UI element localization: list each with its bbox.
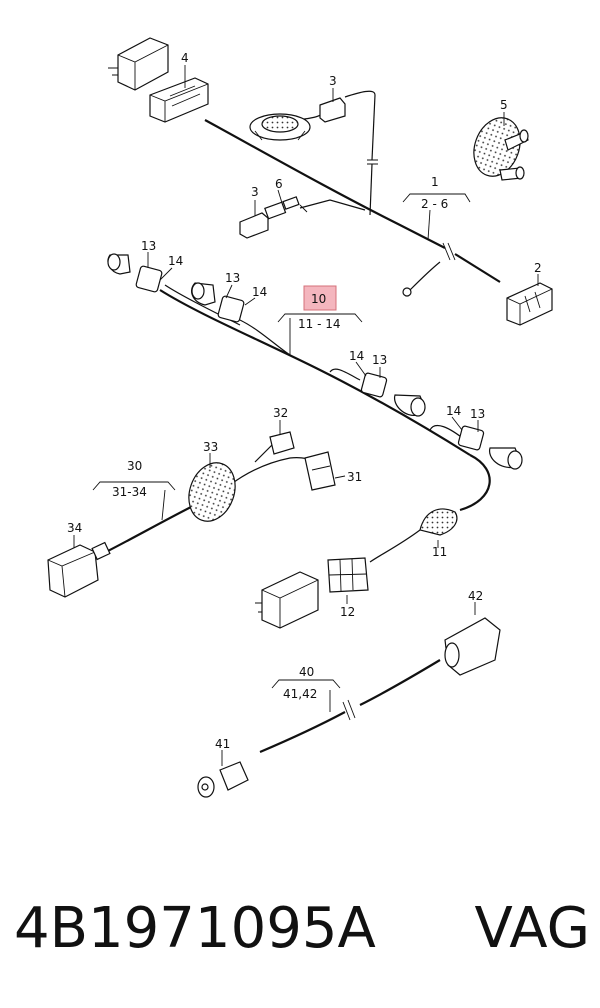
- callout-14-c: 14: [349, 349, 364, 363]
- part-31-connector: [304, 451, 336, 491]
- callout-1-range: 2 - 6: [421, 197, 448, 211]
- callout-11: 11: [432, 545, 447, 559]
- part-number: 4B1971095A: [14, 895, 376, 961]
- relay-lower: [255, 571, 319, 629]
- part-41-sensor: [197, 761, 249, 798]
- harness-10: [159, 284, 491, 563]
- callout-10-range: 11 - 14: [298, 317, 341, 331]
- callout-14-d: 14: [446, 404, 461, 418]
- part-3-connector-lower: [239, 212, 269, 239]
- callout-5: 5: [500, 98, 508, 112]
- part-6-connector: [264, 196, 300, 220]
- part-3-connector-top: [319, 97, 346, 123]
- callout-34: 34: [67, 521, 82, 535]
- part-2-connector: [506, 282, 553, 326]
- part-4-relay: [108, 37, 169, 91]
- part-3-buzzer: [249, 113, 311, 141]
- part-13-sensor-a: [107, 253, 131, 275]
- footer: 4B1971095A VAG: [14, 888, 590, 968]
- callout-4: 4: [181, 51, 189, 65]
- callout-6: 6: [275, 177, 283, 191]
- part-14-connector-b: [217, 295, 245, 323]
- highlight-box-10: [303, 285, 337, 311]
- callout-1: 1: [431, 175, 439, 189]
- callout-14-a: 14: [168, 254, 183, 268]
- callout-13-c: 13: [372, 353, 387, 367]
- part-14-connector-c: [360, 372, 388, 398]
- callout-30-range: 31-34: [112, 485, 147, 499]
- harness-1: [204, 90, 501, 291]
- callout-31: 31: [347, 470, 362, 484]
- part-32-connector: [269, 431, 295, 455]
- callout-13-a: 13: [141, 239, 156, 253]
- ground-terminal: [402, 287, 412, 297]
- part-42-sensor: [444, 617, 501, 676]
- part-33-grommet: [188, 462, 236, 522]
- callout-13-b: 13: [225, 271, 240, 285]
- callout-40-range: 41,42: [283, 687, 317, 701]
- part-13-sensor-c: [393, 394, 426, 417]
- callout-40: 40: [299, 665, 314, 679]
- part-13-sensor-b: [191, 282, 216, 306]
- callout-13-d: 13: [470, 407, 485, 421]
- callout-32: 32: [273, 406, 288, 420]
- wiring-harness-diagram: 4 3 5 1 2 - 6 6 3 2 13 14 13 14 10 11 - …: [47, 37, 553, 798]
- part-14-connector-a: [135, 265, 163, 293]
- part-14-connector-d: [457, 425, 485, 451]
- brackets: [92, 193, 471, 689]
- brand-name: VAG: [474, 895, 590, 961]
- callout-42: 42: [468, 589, 483, 603]
- part-5-grommet: [473, 117, 529, 181]
- callout-2: 2: [534, 261, 542, 275]
- part-11-grommet: [419, 508, 458, 536]
- harness-40: [259, 659, 441, 754]
- callout-3-lower: 3: [251, 185, 259, 199]
- callout-30: 30: [127, 459, 142, 473]
- part-4-connector: [149, 77, 209, 123]
- callout-12: 12: [340, 605, 355, 619]
- leader-lines: [73, 65, 539, 766]
- callout-33: 33: [203, 440, 218, 454]
- part-34-connector: [47, 541, 111, 598]
- callout-labels: 4 3 5 1 2 - 6 6 3 2 13 14 13 14 10 11 - …: [67, 51, 542, 751]
- callout-41: 41: [215, 737, 230, 751]
- callout-10: 10: [311, 292, 326, 306]
- part-13-sensor-d: [489, 447, 523, 470]
- callout-3-top: 3: [329, 74, 337, 88]
- callout-14-b: 14: [252, 285, 267, 299]
- part-12-connector: [327, 557, 369, 593]
